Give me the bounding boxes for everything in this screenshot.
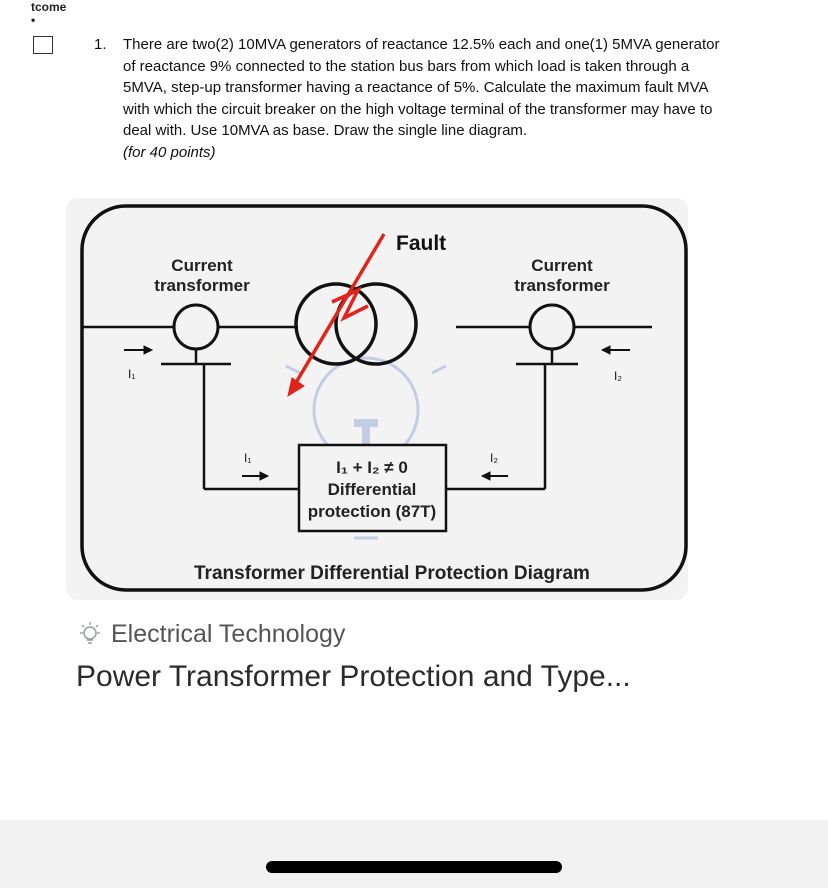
diagram-image[interactable]: Fault Current transformer Current transf… <box>66 198 688 600</box>
i2-relay-label: I₂ <box>490 451 498 465</box>
question-line: with which the circuit breaker on the hi… <box>123 100 713 118</box>
bottom-bar <box>0 820 828 888</box>
diagram-caption: Transformer Differential Protection Diag… <box>194 563 590 584</box>
left-ct-label: transformer <box>154 276 250 295</box>
i1-relay-label: I₁ <box>244 451 251 465</box>
right-ct-label: transformer <box>514 276 610 295</box>
question-line: There are two(2) 10MVA generators of rea… <box>123 36 720 53</box>
left-ct-label: Current <box>171 256 233 275</box>
differential-relay-box <box>297 443 448 533</box>
source-name: Electrical Technology <box>111 620 346 648</box>
transformer-secondary-winding <box>334 282 418 366</box>
transformer-primary-winding <box>294 282 378 366</box>
home-indicator[interactable] <box>266 861 562 873</box>
question-line: 5MVA, step-up transformer having a react… <box>123 79 709 96</box>
i1-label: I₁ <box>128 367 135 381</box>
left-current-transformer-symbol <box>172 303 220 351</box>
result-title-link[interactable]: Power Transformer Protection and Type... <box>76 660 631 693</box>
question-line: of reactance 9% connected to the station… <box>123 57 690 75</box>
diagram-frame <box>80 204 688 592</box>
question-line: deal with. Use 10MVA as base. Draw the s… <box>123 122 528 139</box>
relay-title: Differential <box>328 480 417 499</box>
i1-direction-arrow-icon <box>124 345 154 355</box>
i2-relay-arrow-icon <box>480 471 508 481</box>
i2-label: I₂ <box>614 369 622 383</box>
i2-direction-arrow-icon <box>600 345 630 355</box>
answer-checkbox[interactable] <box>33 36 53 54</box>
fault-label: Fault <box>396 232 446 255</box>
right-ct-label: Current <box>531 256 593 275</box>
menu-indicator: • <box>31 13 36 27</box>
transformer-differential-diagram: Fault Current transformer Current transf… <box>80 204 688 592</box>
question-points: (for 40 points) <box>123 143 216 161</box>
question-number: 1. <box>94 36 107 53</box>
lightbulb-icon <box>80 621 100 644</box>
result-source[interactable]: Electrical Technology <box>76 620 345 649</box>
relay-equation: I₁ + I₂ ≠ 0 <box>336 458 408 477</box>
i1-relay-arrow-icon <box>242 471 270 481</box>
right-current-transformer-symbol <box>528 303 576 351</box>
question-block: 1. There are two(2) 10MVA generators of … <box>94 34 784 163</box>
app-title-fragment: tcome <box>31 0 67 14</box>
relay-code: protection (87T) <box>308 502 436 521</box>
fault-arrow-icon <box>287 233 386 398</box>
